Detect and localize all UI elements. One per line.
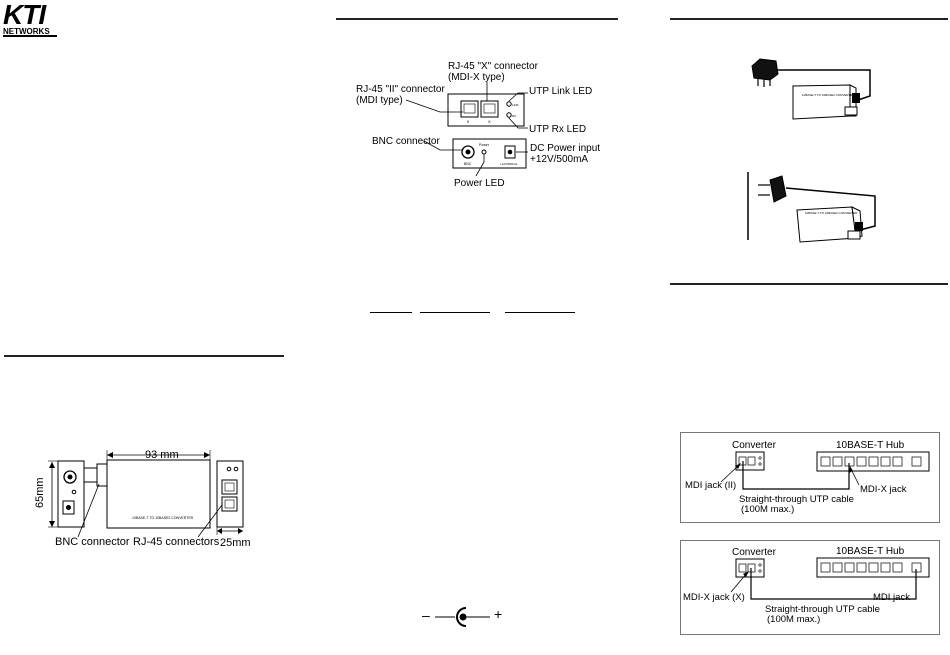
underline-1 bbox=[370, 312, 412, 313]
link-led bbox=[506, 101, 512, 107]
label-mdix-type: (MDI-X type) bbox=[448, 72, 505, 83]
conn1-converter-label: Converter bbox=[732, 440, 776, 451]
conn1-cable-label: Straight-through UTP cable bbox=[739, 494, 854, 505]
dim-height-label: 65mm bbox=[34, 477, 46, 508]
device-bottom-text: 10BASE-T TO 10BASE2 CONVERTER bbox=[805, 211, 858, 215]
label-dc-power-rating: +12V/500mA bbox=[530, 154, 589, 165]
underline-2 bbox=[420, 312, 490, 313]
power-text: Power bbox=[479, 143, 490, 147]
conn2-cable-label: Straight-through UTP cable bbox=[765, 604, 880, 615]
rx-led bbox=[506, 112, 512, 118]
end-view-bnc bbox=[57, 460, 85, 528]
section-rule-right bbox=[670, 283, 948, 285]
dc-text: +12V/500mA bbox=[500, 162, 517, 166]
conn2-hub-label: 10BASE-T Hub bbox=[836, 546, 905, 557]
label-rj45-ii-connector: RJ-45 "II" connector bbox=[356, 84, 445, 95]
device-top-text: 10BASE-T TO 10BASE2 CONVERTER bbox=[802, 93, 855, 97]
bnc-text: BNC bbox=[464, 162, 472, 166]
polarity-plus: + bbox=[494, 606, 503, 622]
section-rule-top-middle bbox=[336, 18, 618, 20]
label-dc-power-input: DC Power input bbox=[530, 143, 601, 154]
top-view-body bbox=[106, 459, 211, 529]
section-rule-left bbox=[4, 355, 284, 357]
conn2-jack-left: MDI-X jack (X) bbox=[683, 592, 745, 603]
conn1-drawing bbox=[720, 451, 930, 490]
section-rule-top-right bbox=[670, 18, 948, 20]
logo-underline bbox=[3, 35, 57, 37]
label-utp-rx-led: UTP Rx LED bbox=[529, 124, 587, 135]
conn2-converter-label: Converter bbox=[732, 547, 776, 558]
port-ii-label: II bbox=[467, 119, 469, 124]
logo-subtitle: NETWORKS bbox=[3, 27, 50, 36]
logo-brand: KTI bbox=[3, 0, 46, 30]
conn2-drawing bbox=[730, 557, 930, 600]
conn1-cable-max: (100M max.) bbox=[741, 504, 795, 515]
port-x-label: X bbox=[488, 119, 491, 124]
conn2-cable-max: (100M max.) bbox=[767, 614, 821, 625]
link-led-text: LINK bbox=[512, 103, 519, 107]
label-mdi-type: (MDI type) bbox=[356, 95, 403, 106]
label-utp-link-led: UTP Link LED bbox=[529, 86, 593, 97]
label-rj45-x-connector: RJ-45 "X" connector bbox=[448, 61, 538, 72]
rx-led-text: RX bbox=[512, 114, 516, 118]
dim-width-label: 25mm bbox=[220, 537, 251, 549]
label-power-led: Power LED bbox=[454, 178, 505, 189]
adapter-bottom bbox=[769, 175, 787, 203]
conn1-jack-left: MDI jack (II) bbox=[685, 480, 737, 491]
adapter-top bbox=[751, 58, 779, 81]
underline-3 bbox=[505, 312, 575, 313]
connection-diagram-2: Converter 10BASE-T Hub MDI-X jack (X) MD… bbox=[680, 540, 940, 635]
dim-rj45-label: RJ-45 connectors bbox=[133, 536, 220, 548]
conn1-jack-right: MDI-X jack bbox=[860, 484, 907, 495]
conn1-hub-label: 10BASE-T Hub bbox=[836, 440, 905, 451]
polarity-minus: – bbox=[422, 607, 430, 623]
dim-product-text: 10BASE-T TO 10BASE2 CONVERTER bbox=[132, 516, 194, 520]
label-bnc-connector: BNC connector bbox=[372, 136, 440, 147]
connection-diagram-1: Converter 10BASE-T Hub MDI jack (II) MDI… bbox=[680, 432, 940, 523]
conn2-jack-right: MDI jack bbox=[873, 592, 910, 603]
dim-bnc-label: BNC connector bbox=[55, 536, 130, 548]
